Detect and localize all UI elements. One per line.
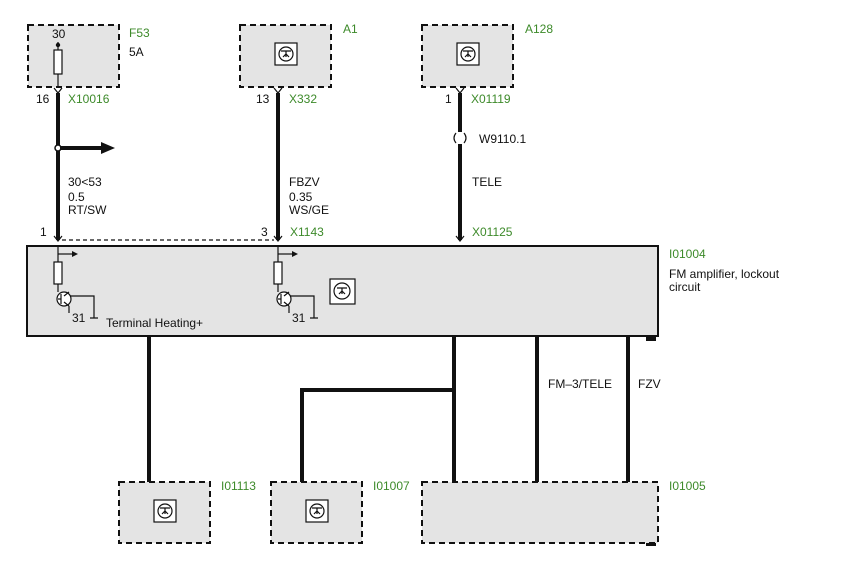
connector-x10016: X10016 [68,92,110,106]
internal-circuit-b [273,246,318,319]
connector-pin-1: 1 [40,225,47,239]
ground-icon [290,295,318,319]
ground-icon [70,295,98,319]
connector-chevron-icon [273,235,283,242]
wire-label-tele: TELE [472,175,502,189]
internal-circuit-a [53,246,98,319]
fuse-pin-30: 30 [52,27,66,41]
wire-label-line3: RT/SW [68,203,107,217]
component-id-i01005: I01005 [669,479,706,493]
connector-chevron-icon [53,235,63,242]
wire-label-line2: 0.5 [68,190,85,204]
transistor-circle-icon [157,503,173,519]
wire-label-line2: 0.35 [289,190,313,204]
component-i01113[interactable] [118,481,211,544]
resistor-icon [273,261,283,285]
wire-label-line1: 30<53 [68,175,102,189]
module-corner-mark [646,543,656,546]
resistor-icon [53,261,63,285]
module-symbol-icon [329,278,356,305]
splice-label: W9110.1 [479,132,526,146]
connector-pin-3: 3 [261,225,268,239]
terminal-heating-label: Terminal Heating+ [106,316,203,330]
wire-to-i01007[interactable] [300,388,454,482]
component-id-a1: A1 [343,22,358,36]
ground-label-31: 31 [292,311,306,325]
fuse-f53[interactable]: 30 [27,24,120,88]
connector-chevron-icon [455,87,465,94]
component-id-i01113: I01113 [221,479,256,493]
module-id-i01004: I01004 [669,247,706,261]
fuse-icon [53,49,63,75]
fuse-node [55,42,61,48]
connector-pin-13: 13 [256,92,270,106]
transistor-glyph-icon [463,50,473,58]
component-a128[interactable] [421,24,514,88]
module-description-line2: circuit [669,280,701,294]
arrow-small-icon [72,251,78,257]
transistor-glyph-icon [160,507,170,515]
connector-chevron-icon [53,87,63,94]
fuse-rating: 5A [129,45,144,59]
transistor-glyph-icon [312,507,322,515]
component-id-a128: A128 [525,22,553,36]
transistor-circle-icon [278,46,294,62]
component-i01007[interactable] [270,481,363,544]
connector-chevron-icon [273,87,283,94]
connector-x332: X332 [289,92,317,106]
wire-label-line1: FBZV [289,175,320,189]
module-corner-mark [646,337,656,341]
connector-pin-1-top: 1 [445,92,452,106]
transistor-circle-icon [309,503,325,519]
transistor-circle-icon [460,46,476,62]
ground-label-31: 31 [72,311,86,325]
fuse-id-f53: F53 [129,26,150,40]
splice-icon [453,132,467,144]
connector-chevron-icon [455,235,465,242]
connector-x01119: X01119 [471,92,511,106]
connector-pin-16: 16 [36,92,50,106]
transistor-glyph-icon [281,50,291,58]
wire-label-fzv: FZV [638,377,661,391]
connector-x01125: X01125 [472,225,513,239]
arrow-right-icon [101,142,115,154]
component-id-i01007: I01007 [373,479,410,493]
wire-label-fm3-tele: FM–3/TELE [548,377,612,391]
arrow-small-icon [292,251,298,257]
component-a1[interactable] [239,24,332,88]
wire-label-line3: WS/GE [289,203,329,217]
module-description-line1: FM amplifier, lockout [669,267,780,281]
component-i01005[interactable] [421,481,659,546]
connector-x1143: X1143 [290,225,324,239]
